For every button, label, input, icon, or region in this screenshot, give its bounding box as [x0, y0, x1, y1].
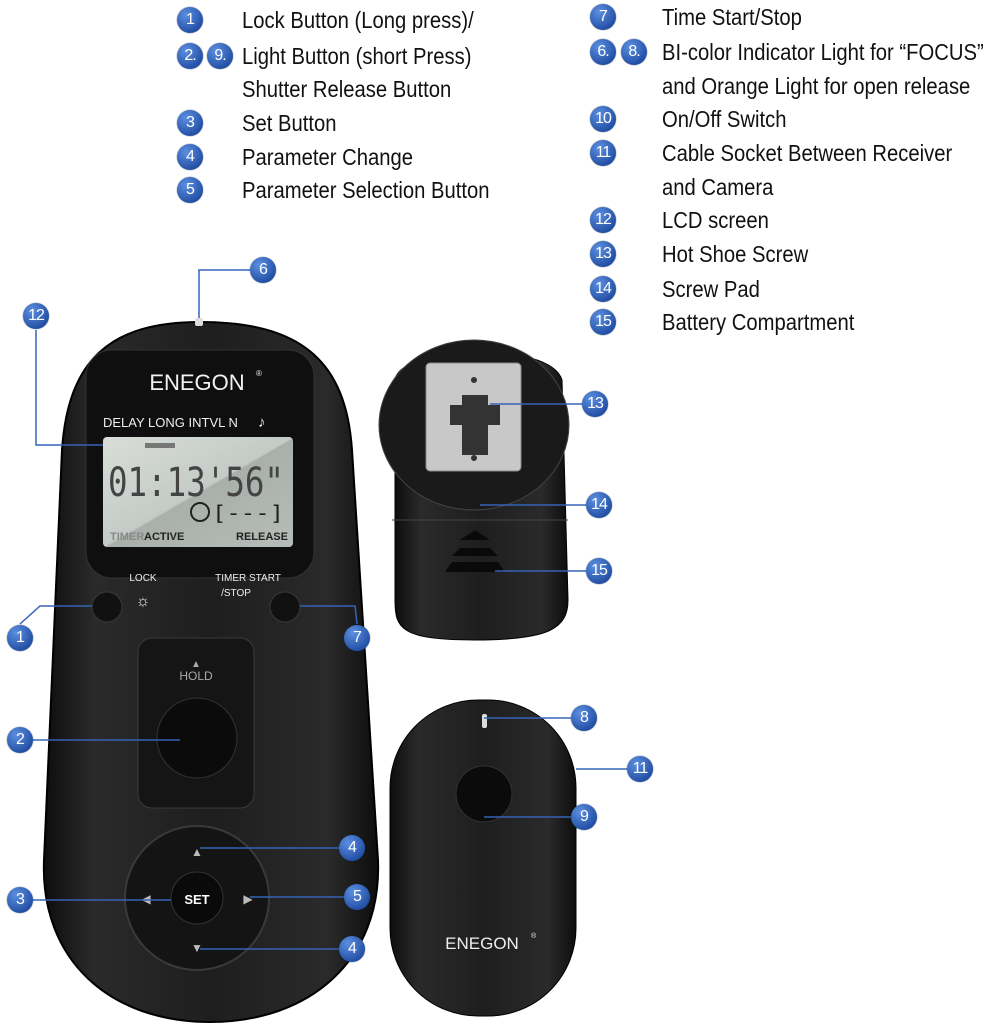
callout-7: 7 [344, 625, 370, 651]
down-arrow-icon[interactable]: ▼ [191, 941, 203, 955]
legend-lock-button: Lock Button (Long press)/ [242, 7, 474, 33]
callout-2: 2 [7, 727, 33, 753]
right-arrow-icon[interactable]: ▶ [243, 892, 253, 906]
callout-5: 5 [344, 884, 370, 910]
legend-parameter-change: Parameter Change [242, 144, 414, 170]
badge-6: 6. [590, 39, 616, 65]
transmitter-brand: ENEGON [445, 934, 519, 953]
stop-label: /STOP [221, 588, 251, 599]
callout-9: 9 [571, 804, 597, 830]
up-arrow-icon[interactable]: ▲ [191, 845, 203, 859]
badge-10: 10 [590, 106, 616, 132]
callout-6: 6 [250, 257, 276, 283]
remote-controller: ENEGON ® DELAY LONG INTVL N ♪ 01:13'56" … [42, 318, 380, 1024]
badge-15: 15 [590, 309, 616, 335]
badge-9: 9. [207, 43, 233, 69]
sound-off-icon [190, 502, 210, 522]
badge-4: 4 [177, 144, 203, 170]
badge-7: 7 [590, 4, 616, 30]
legend-set-button: Set Button [242, 110, 337, 136]
callout-11: 11 [627, 756, 653, 782]
music-note-icon: ♪ [258, 414, 266, 431]
callout-4-down: 4 [339, 936, 365, 962]
set-button[interactable] [170, 871, 224, 925]
legend-on-off-switch: On/Off Switch [662, 106, 787, 132]
badge-13: 13 [590, 241, 616, 267]
indicator-light [195, 318, 203, 326]
hold-label: HOLD [179, 669, 213, 683]
lcd-modes: DELAY LONG INTVL N [103, 415, 238, 430]
legend-hot-shoe-screw: Hot Shoe Screw [662, 241, 809, 267]
callout-1: 1 [7, 625, 33, 651]
legend-screw-pad: Screw Pad [662, 276, 760, 302]
legend-orange-light: and Orange Light for open release [662, 73, 971, 99]
shutter-release-button[interactable] [156, 697, 238, 779]
transmitter: ENEGON ® [389, 699, 577, 1017]
legend-parameter-selection: Parameter Selection Button [242, 177, 490, 203]
light-icon: ☼ [136, 593, 151, 610]
timer-start-label: TIMER START [215, 573, 281, 584]
badge-12: 12 [590, 207, 616, 233]
battery-compartment [445, 530, 505, 572]
legend-indicator-light: BI-color Indicator Light for “FOCUS” [662, 39, 984, 65]
legend-shutter-button: Shutter Release Button [242, 76, 452, 102]
remote-registered: ® [256, 369, 262, 378]
receiver [378, 339, 570, 641]
legend-light-button: Light Button (short Press) [242, 43, 472, 69]
badge-8: 8. [621, 39, 647, 65]
lock-button[interactable] [91, 591, 123, 623]
legend-lcd-screen: LCD screen [662, 207, 769, 233]
badge-5: 5 [177, 177, 203, 203]
set-label: SET [184, 892, 209, 907]
callout-8: 8 [571, 705, 597, 731]
badge-14: 14 [590, 276, 616, 302]
remote-brand: ENEGON [149, 370, 244, 395]
callout-3: 3 [7, 887, 33, 913]
badge-2: 2. [177, 43, 203, 69]
lcd-timer: TIMER [110, 531, 144, 543]
legend-cable-socket-2: and Camera [662, 174, 774, 200]
hold-arrow-icon: ▲ [191, 659, 201, 670]
lcd-time: 01:13'56" [108, 460, 284, 506]
lock-label: LOCK [129, 573, 157, 584]
legend-battery-compartment: Battery Compartment [662, 309, 855, 335]
legend-cable-socket: Cable Socket Between Receiver [662, 140, 953, 166]
badge-3: 3 [177, 110, 203, 136]
callout-14: 14 [586, 492, 612, 518]
badge-1: 1 [177, 7, 203, 33]
legend-time-start-stop: Time Start/Stop [662, 4, 802, 30]
callout-13: 13 [582, 391, 608, 417]
lcd-bracket: [---] [212, 501, 284, 525]
timer-start-stop-button[interactable] [269, 591, 301, 623]
transmitter-indicator-light [482, 714, 487, 728]
transmitter-registered: ® [531, 932, 537, 940]
callout-12: 12 [23, 303, 49, 329]
left-arrow-icon[interactable]: ◀ [141, 892, 151, 906]
callout-15: 15 [586, 558, 612, 584]
lcd-active: ACTIVE [144, 531, 184, 543]
callout-4-up: 4 [339, 835, 365, 861]
lcd-screen [103, 437, 293, 547]
badge-11: 11 [590, 140, 616, 166]
transmitter-shutter-button[interactable] [455, 765, 513, 823]
lcd-release: RELEASE [236, 531, 288, 543]
callout-lines [19, 269, 627, 950]
